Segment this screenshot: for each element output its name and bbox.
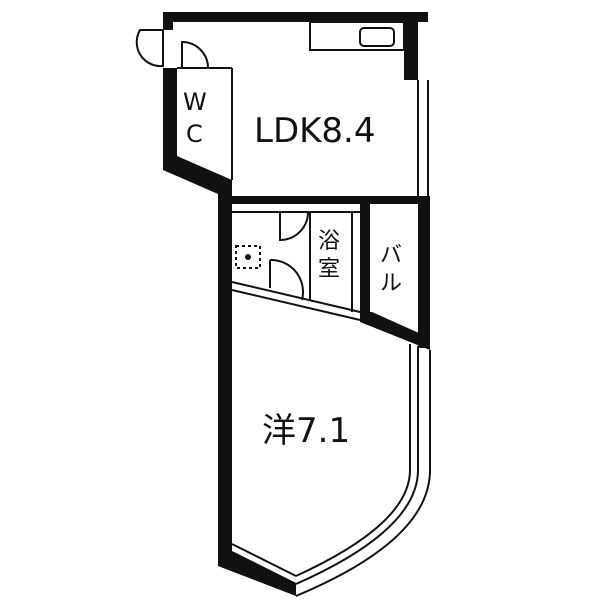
- wc-left-wall: [163, 68, 177, 160]
- balcony-bottom-wall: [360, 312, 430, 350]
- wc-label-top: W: [183, 88, 207, 116]
- ldk-bottom-wall: [232, 196, 430, 204]
- bottom-window-2: [231, 551, 297, 585]
- right-wall-block: [404, 22, 418, 80]
- thin-lines: [177, 21, 431, 597]
- balcony-partition: [360, 204, 370, 322]
- western-window-outer: [295, 350, 431, 597]
- bath-label-bottom: 室: [318, 257, 340, 282]
- washer-drain-icon: [245, 254, 251, 260]
- entrance-wall-upper: [163, 12, 173, 30]
- bath-bottom-line: [231, 281, 361, 313]
- kitchen-counter: [309, 21, 405, 51]
- doors: [135, 29, 309, 301]
- bath-label-top: 浴: [318, 229, 340, 254]
- bath-door-icon: [279, 211, 309, 242]
- right-wall-upper: [402, 12, 428, 22]
- western-door-icon: [269, 258, 305, 301]
- wc-bottom-wall: [163, 156, 232, 194]
- left-wall: [218, 194, 232, 564]
- outer-walls: [163, 12, 430, 596]
- balcony-label-bottom: ル: [380, 271, 402, 296]
- washer-space-icon: [235, 245, 261, 269]
- bath-bottom-line-2: [231, 289, 361, 321]
- bottom-wall: [218, 552, 296, 596]
- top-wall: [163, 12, 428, 22]
- wc-label-bottom: C: [186, 120, 203, 148]
- balcony-label-top: バ: [380, 243, 402, 268]
- bottom-window-1: [231, 543, 297, 577]
- entrance-door-icon: [135, 29, 164, 68]
- western-room-label: 洋7.1: [262, 411, 350, 451]
- ldk-label: LDK8.4: [254, 111, 376, 151]
- kitchen-sink: [359, 27, 395, 47]
- western-window-mid: [295, 344, 411, 577]
- balcony-right-wall: [418, 200, 430, 348]
- western-window-inner: [295, 346, 419, 585]
- wc-door-icon: [181, 40, 209, 69]
